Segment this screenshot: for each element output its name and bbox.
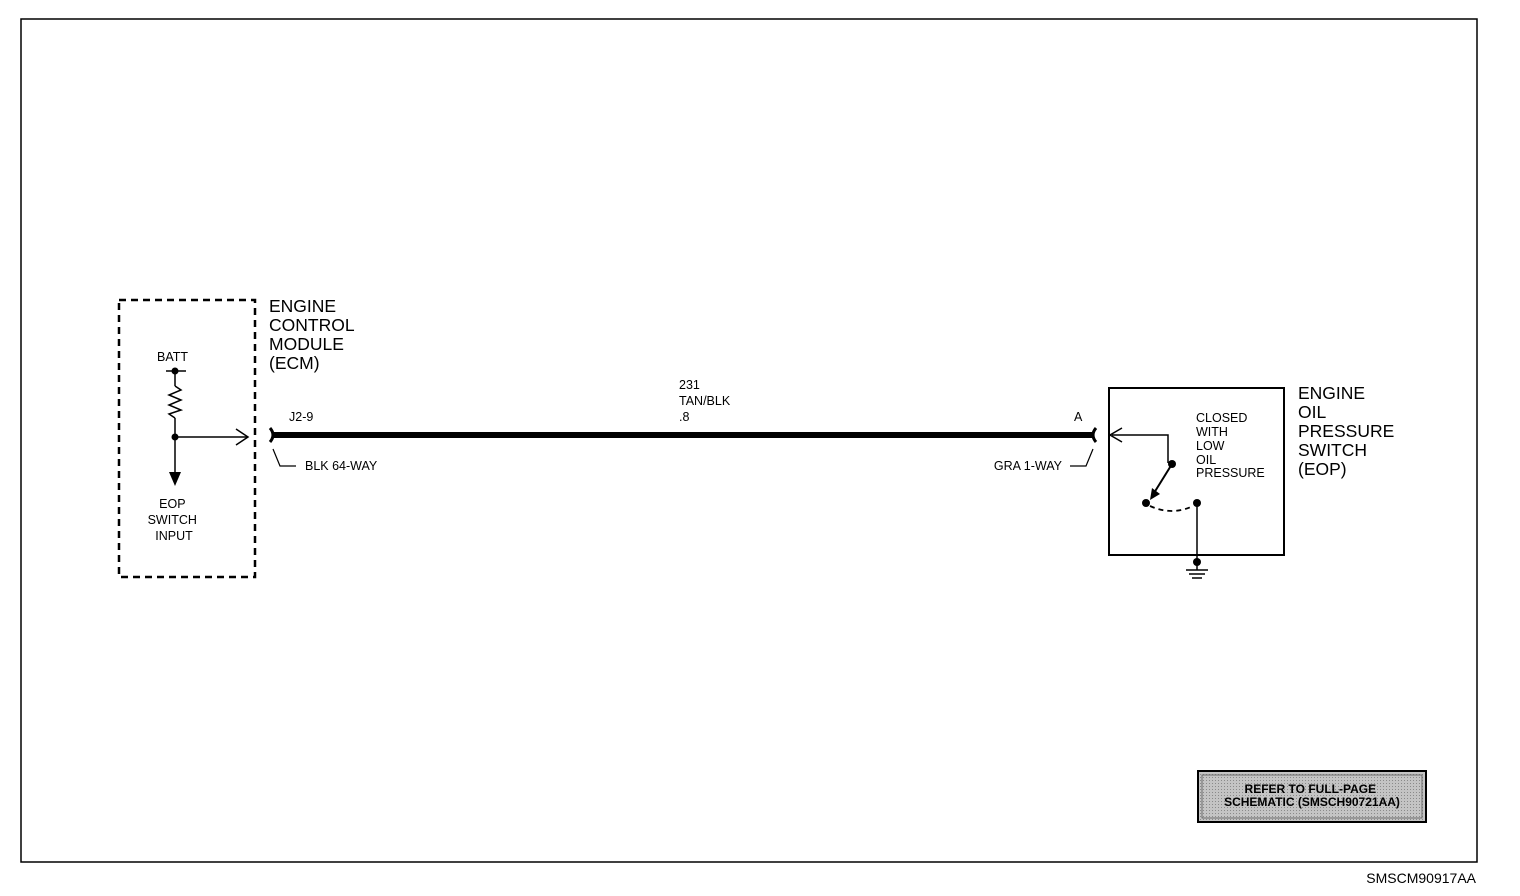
figure-id: SMSCM90917AA — [1366, 870, 1476, 886]
eop-title: ENGINE OIL PRESSURE SWITCH (EOP) — [1298, 383, 1399, 479]
pressure-link — [1149, 505, 1194, 512]
diagram-frame — [20, 18, 1478, 863]
ecm-connector-icon — [268, 427, 275, 443]
reference-note: REFER TO FULL-PAGE SCHEMATIC (SMSCH90721… — [1197, 770, 1427, 823]
wire-spec-label: 231 TAN/BLK .8 — [679, 378, 734, 424]
input-arrow-icon — [1108, 427, 1123, 443]
batt-label: BATT — [157, 350, 188, 364]
ecm-module — [117, 298, 257, 579]
eop-switch-input-label: EOP SWITCH INPUT — [148, 497, 201, 543]
ecm-title: ENGINE CONTROL MODULE (ECM) — [269, 296, 359, 373]
eop-switch — [1108, 387, 1285, 579]
eop-state-label: CLOSED WITH LOW OIL PRESSURE — [1196, 411, 1265, 480]
wire-231 — [268, 427, 1098, 467]
ecm-connector-label: BLK 64-WAY — [305, 459, 378, 473]
reference-note-box — [1197, 770, 1427, 823]
reference-note-text: REFER TO FULL-PAGE SCHEMATIC (SMSCH90721… — [1224, 782, 1400, 809]
ecm-dashed-box — [117, 298, 257, 579]
ground-icon — [1186, 562, 1208, 579]
eop-pin-label: A — [1074, 410, 1083, 424]
switch-blade — [1153, 463, 1173, 494]
eop-connector-label: GRA 1-WAY — [994, 459, 1063, 473]
output-arrow-icon — [235, 428, 250, 446]
down-arrow-icon — [169, 472, 181, 486]
resistor-icon — [167, 385, 184, 419]
ecm-pin-label: J2-9 — [289, 410, 313, 424]
eop-connector-icon — [1091, 427, 1098, 443]
